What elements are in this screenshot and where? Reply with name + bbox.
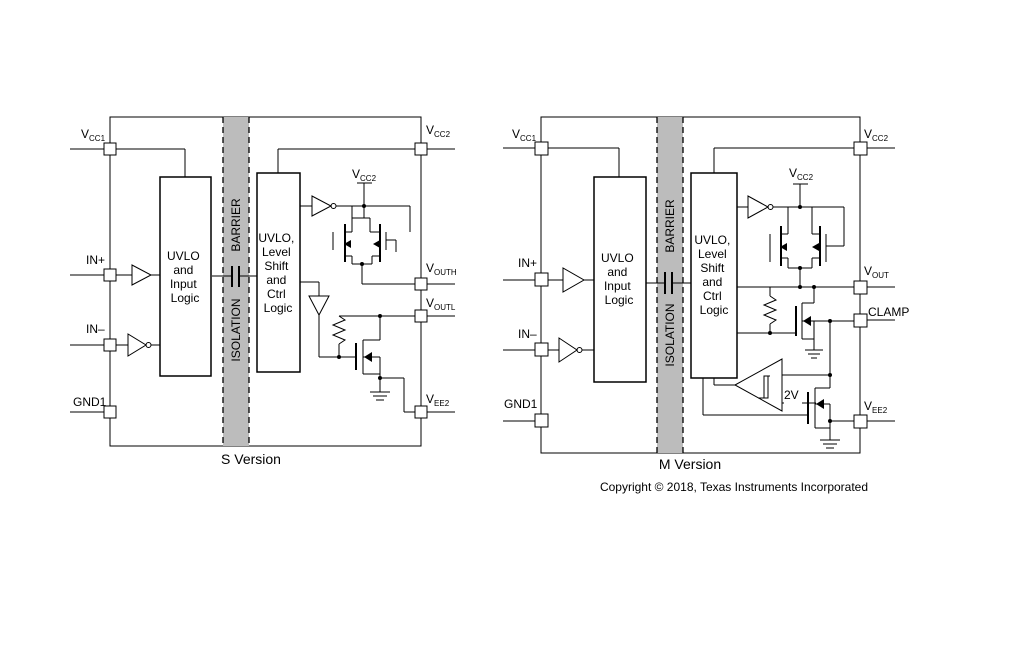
s-in-plus-pin xyxy=(103,268,117,282)
m-in-plus-buffer xyxy=(562,267,586,293)
m-in-minus-pin xyxy=(534,342,549,357)
s-low-side-buffer xyxy=(308,295,330,317)
m-pulldown-resistor xyxy=(762,295,778,325)
m-in-minus-inverter xyxy=(558,337,578,363)
s-barrier-label: BARRIER xyxy=(229,198,243,252)
m-input-logic-block xyxy=(593,176,647,383)
m-vee2-pin xyxy=(853,414,868,429)
s-voutl-label: VOUTL xyxy=(426,296,456,312)
m-version-caption: M Version xyxy=(659,456,721,472)
m-clamp-pin xyxy=(853,313,868,328)
m-clamp-label: CLAMP xyxy=(868,305,909,319)
s-vcc2-pin xyxy=(414,142,428,156)
s-vouth-pin xyxy=(414,277,428,291)
s-gnd1-label: GND1 xyxy=(73,395,107,409)
s-output-inverter xyxy=(311,195,333,217)
m-threshold-label: 2V xyxy=(784,388,799,402)
s-gnd1-pin xyxy=(103,405,117,419)
s-in-plus-label: IN+ xyxy=(86,253,105,267)
m-in-plus-label: IN+ xyxy=(518,256,537,270)
s-input-logic-label: UVLO and Input Logic xyxy=(167,249,203,305)
m-internal-vcc2-label: VCC2 xyxy=(789,166,814,182)
s-in-minus-label: IN– xyxy=(86,322,105,336)
m-vout-pin xyxy=(853,280,868,295)
s-output-logic-label: UVLO, Level Shift and Ctrl Logic xyxy=(258,231,297,315)
m-vcc1-pin xyxy=(534,141,549,156)
s-isolation-label: ISOLATION xyxy=(229,298,243,361)
m-version-diagram: BARRIER ISOLATION VCC1 UVLO and Input Lo… xyxy=(503,116,909,472)
m-clamp-comparator xyxy=(733,358,783,412)
s-version-diagram: BARRIER ISOLATION VCC1 UVLO and Input Lo… xyxy=(70,116,457,467)
m-output-inverter xyxy=(747,195,770,219)
s-vouth-label: VOUTH xyxy=(426,261,457,277)
s-version-caption: S Version xyxy=(221,451,281,467)
s-vcc1-pin xyxy=(103,142,117,156)
s-vee2-pin xyxy=(414,405,428,419)
m-output-logic-label: UVLO, Level Shift and Ctrl Logic xyxy=(694,233,733,317)
m-vout-label: VOUT xyxy=(864,264,889,280)
s-isolation-barrier xyxy=(223,117,249,446)
m-gnd1-pin xyxy=(534,413,549,428)
m-input-logic-label: UVLO and Input Logic xyxy=(601,251,637,307)
m-vcc2-pin xyxy=(853,141,868,156)
copyright-notice: Copyright © 2018, Texas Instruments Inco… xyxy=(600,480,868,494)
m-vcc1-label: VCC1 xyxy=(512,127,537,143)
m-isolation-barrier xyxy=(657,117,683,453)
s-voutl-pin xyxy=(414,309,428,323)
s-vcc2-label: VCC2 xyxy=(426,123,451,139)
m-barrier-label: BARRIER xyxy=(663,199,677,253)
m-vee2-label: VEE2 xyxy=(864,399,888,415)
s-in-plus-buffer xyxy=(131,264,153,286)
m-gnd1-label: GND1 xyxy=(504,397,538,411)
s-pulldown-resistor xyxy=(331,315,347,345)
s-in-minus-pin xyxy=(103,338,117,352)
m-output-logic-block xyxy=(690,172,738,379)
s-vee2-label: VEE2 xyxy=(426,392,450,408)
m-in-minus-label: IN– xyxy=(518,327,537,341)
m-vcc2-label: VCC2 xyxy=(864,127,889,143)
s-in-minus-inverter xyxy=(127,333,147,357)
s-input-logic-block xyxy=(159,176,212,377)
m-isolation-label: ISOLATION xyxy=(663,303,677,366)
s-vcc1-label: VCC1 xyxy=(81,127,106,143)
s-output-logic-block xyxy=(256,172,301,373)
s-internal-vcc2-label: VCC2 xyxy=(352,167,377,183)
m-in-plus-pin xyxy=(534,272,549,287)
